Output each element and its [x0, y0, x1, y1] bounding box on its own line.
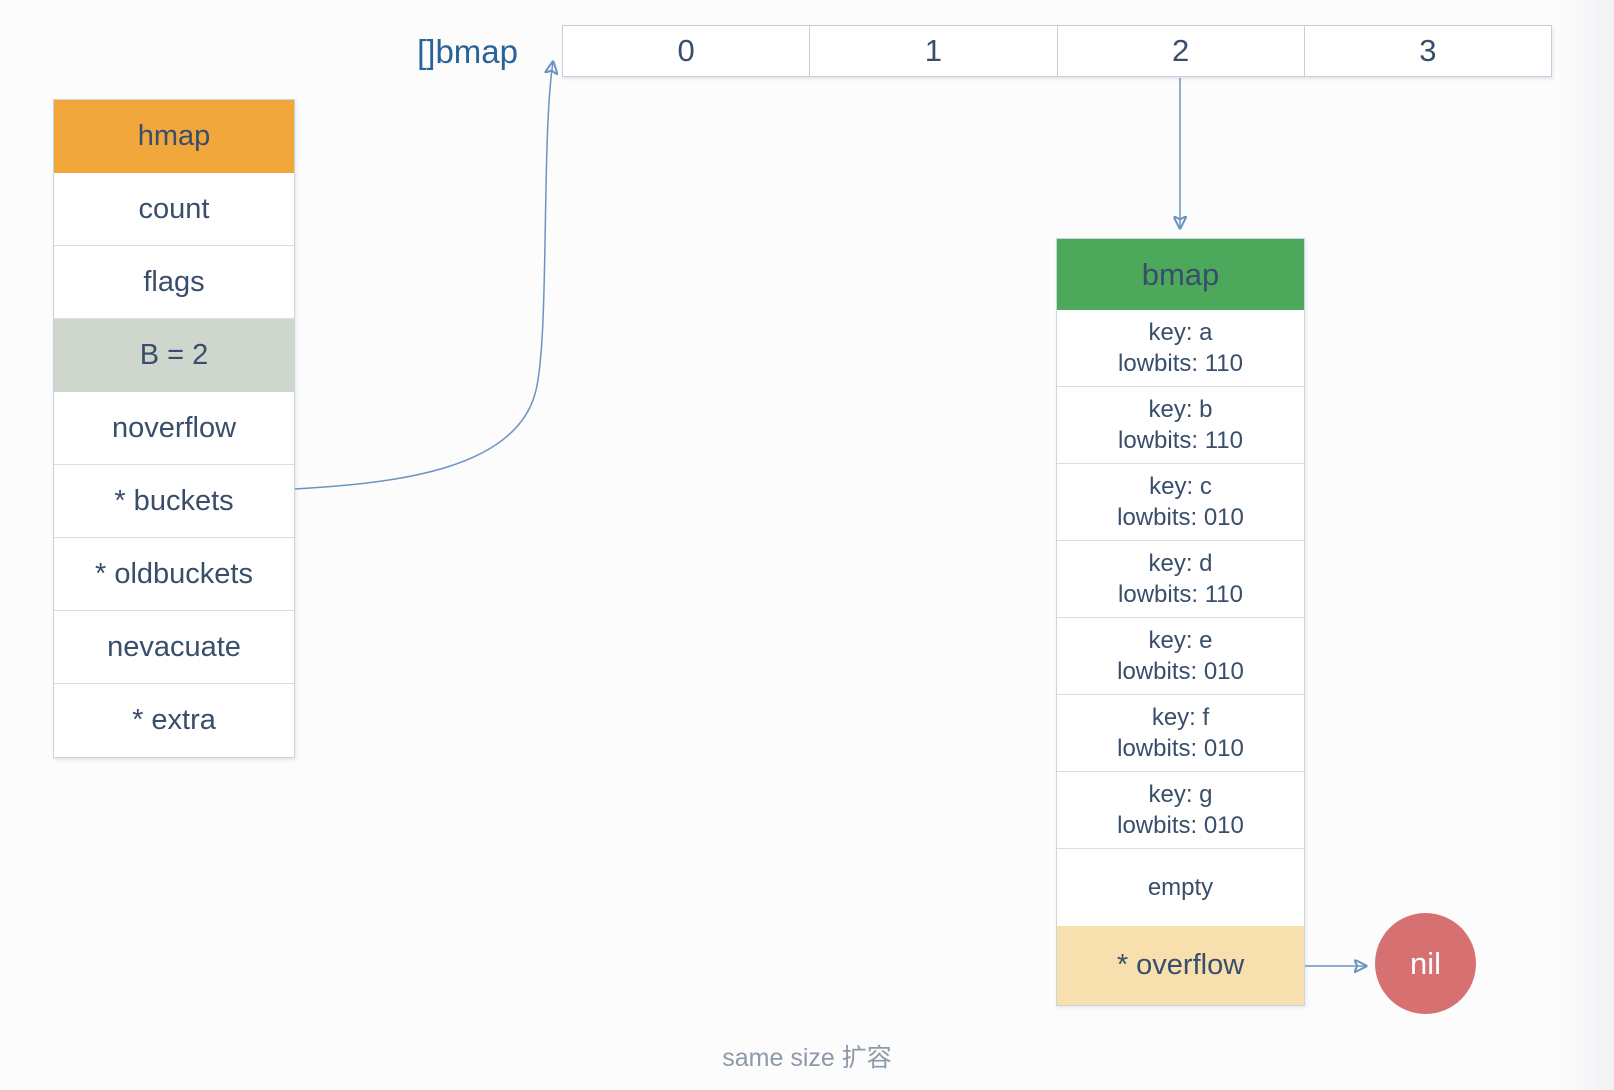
- hmap-row-oldbuckets: * oldbuckets: [54, 538, 294, 611]
- bmap-entry-row: key: f lowbits: 010: [1057, 695, 1304, 772]
- hmap-row-buckets: * buckets: [54, 465, 294, 538]
- entry-lowbits: lowbits: 110: [1118, 581, 1243, 608]
- entry-lowbits: lowbits: 110: [1118, 350, 1243, 377]
- bucket-array-cell-1: 1: [810, 26, 1058, 76]
- bmap-empty-row: empty: [1147, 873, 1214, 901]
- diagram-caption: same size 扩容: [722, 1044, 892, 1072]
- nil-node: nil: [1375, 913, 1476, 1014]
- entry-lowbits: lowbits: 010: [1117, 504, 1244, 531]
- entry-key: key: f: [1151, 704, 1210, 731]
- hmap-table: hmap count flags B = 2 noverflow * bucke…: [53, 99, 295, 758]
- bmap-entry-row: key: a lowbits: 110: [1057, 310, 1304, 387]
- page-edge-shading: [1556, 0, 1614, 1090]
- hmap-row-flags: flags: [54, 246, 294, 319]
- hmap-row-extra: * extra: [132, 704, 216, 736]
- bmap-overflow-row: * overflow: [1057, 926, 1304, 1005]
- hmap-row-noverflow: noverflow: [54, 392, 294, 465]
- entry-key: key: e: [1148, 627, 1213, 654]
- bucket-array-cell-0: 0: [563, 26, 811, 76]
- bucket-array-label: []bmap: [417, 33, 518, 70]
- bucket-array-cell-2: 2: [1058, 26, 1305, 76]
- entry-lowbits: lowbits: 110: [1118, 427, 1243, 454]
- entry-key: key: d: [1148, 550, 1213, 577]
- entry-lowbits: lowbits: 010: [1117, 812, 1244, 839]
- bmap-table: bmap key: a lowbits: 110 key: b lowbits:…: [1056, 238, 1305, 1006]
- hmap-row-nevacuate: nevacuate: [54, 611, 294, 684]
- bmap-table-header: bmap: [1057, 239, 1304, 310]
- bucket-array-cell-3: 3: [1419, 33, 1437, 68]
- hmap-table-header: hmap: [54, 100, 294, 173]
- bmap-entry-row: key: e lowbits: 010: [1057, 618, 1304, 695]
- hmap-row-count: count: [54, 173, 294, 246]
- entry-key: key: g: [1148, 781, 1213, 808]
- bmap-entry-row: key: b lowbits: 110: [1057, 387, 1304, 464]
- bucket-array: 0 1 2 3: [562, 25, 1552, 77]
- entry-key: key: a: [1148, 319, 1213, 346]
- entry-key: key: b: [1148, 396, 1213, 423]
- entry-lowbits: lowbits: 010: [1117, 735, 1244, 762]
- bmap-entry-row: key: d lowbits: 110: [1057, 541, 1304, 618]
- entry-key: key: c: [1149, 473, 1212, 500]
- bmap-entry-row: key: g lowbits: 010: [1057, 772, 1304, 849]
- bmap-entry-row: key: c lowbits: 010: [1057, 464, 1304, 541]
- entry-lowbits: lowbits: 010: [1117, 658, 1244, 685]
- buckets-to-array-arrow: [294, 62, 553, 490]
- hmap-row-b: B = 2: [54, 319, 294, 392]
